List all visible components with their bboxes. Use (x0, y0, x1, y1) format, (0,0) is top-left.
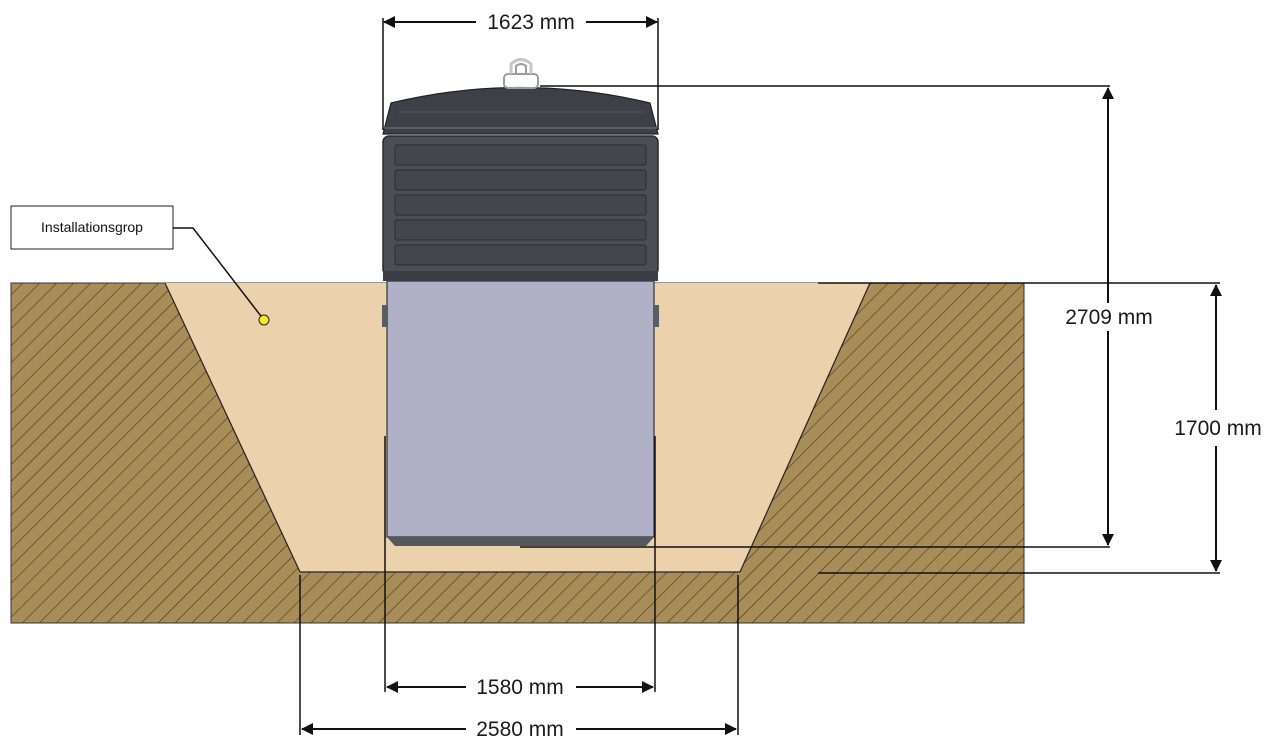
tank-buried-body (386, 280, 655, 538)
tank-side-knob-left (382, 305, 388, 327)
callout-box (10, 205, 174, 250)
dim-label-pit-depth: 1700 mm (1174, 417, 1262, 440)
pit-edge-left (164, 282, 301, 573)
tank-rib-1 (394, 144, 647, 166)
dim-label-total-height: 2709 mm (1065, 306, 1153, 329)
tank-rib-4 (394, 219, 647, 241)
pit-edge-right (739, 282, 871, 573)
callout-dot (258, 314, 270, 326)
dim-label-top-width: 1623 mm (487, 11, 575, 34)
dim-label-pit-bottom-width: 2580 mm (476, 718, 564, 740)
tank-lid (382, 86, 659, 135)
callout-label: Installationsgrop (41, 219, 143, 235)
callout-leader (173, 227, 265, 321)
tank-collar (383, 271, 658, 281)
tank-rib-3 (394, 194, 647, 216)
dim-label-tank-width: 1580 mm (476, 676, 564, 699)
lifting-handle-icon (503, 58, 539, 89)
tank-rib-5 (394, 244, 647, 266)
tank-side-knob-right (653, 305, 659, 327)
tank-base (387, 537, 654, 546)
tank-rib-2 (394, 169, 647, 191)
